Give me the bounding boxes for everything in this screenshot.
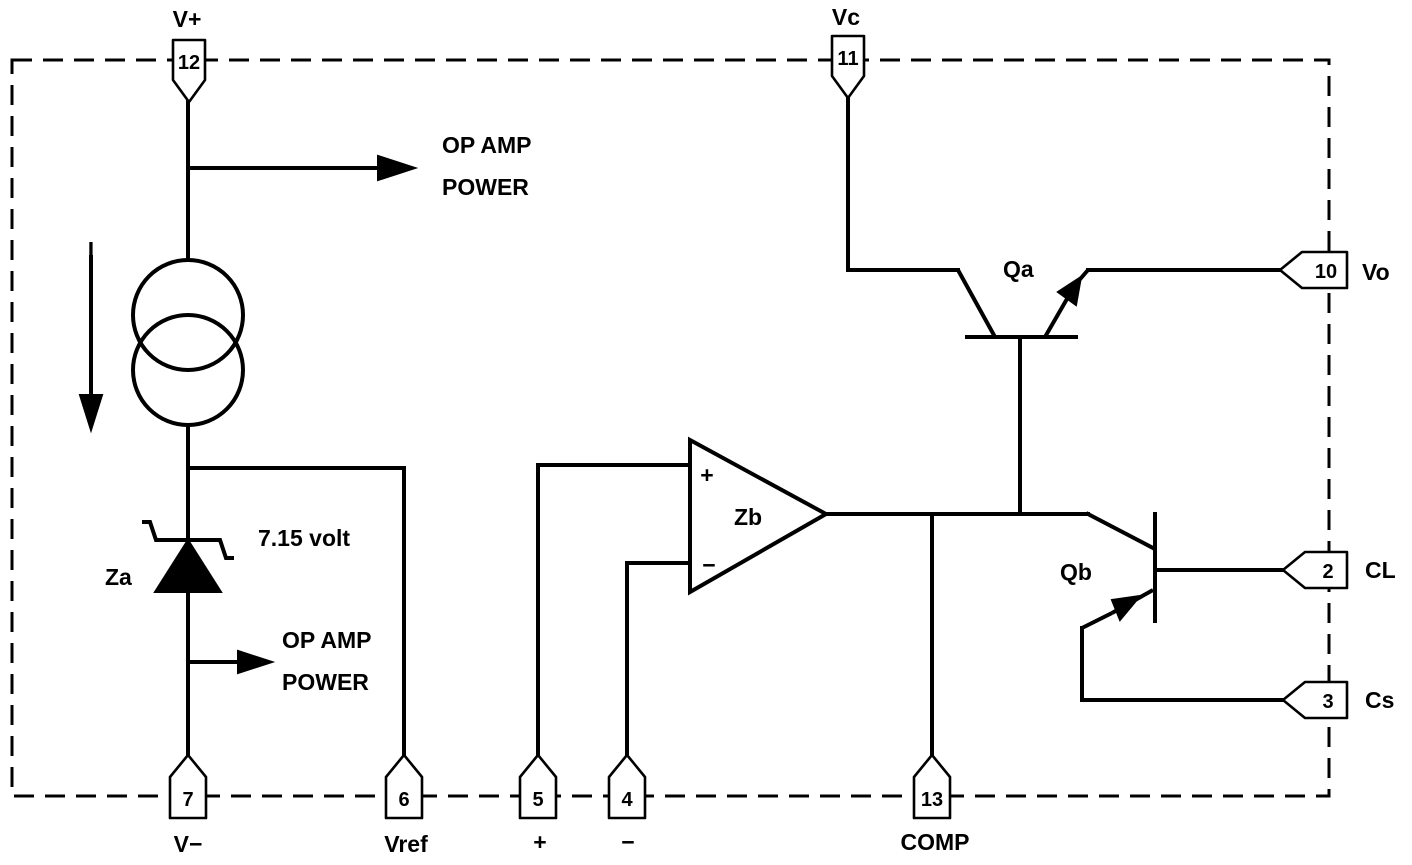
- pin-12-label: V+: [173, 6, 202, 32]
- op-amp-power-bottom-line1: OP AMP: [282, 627, 371, 653]
- pin-10-number: 10: [1315, 261, 1337, 283]
- pin-6-label: Vref: [384, 831, 428, 857]
- pin-5-number: 5: [532, 789, 543, 811]
- pin-13-number: 13: [921, 789, 943, 811]
- pin-6-number: 6: [398, 789, 409, 811]
- pin-6: 6: [384, 753, 424, 820]
- op-amp-power-arrow-top: [188, 154, 419, 182]
- pin-2-label: CL: [1365, 557, 1396, 583]
- wires: [186, 96, 1285, 757]
- zener-voltage-label: 7.15 volt: [258, 525, 350, 551]
- pin-4-label: −: [621, 829, 634, 855]
- pin-11-label: Vc: [832, 4, 860, 30]
- transistor-qb: [1081, 512, 1157, 630]
- chip-boundary: [10, 58, 1331, 798]
- current-label: I: [88, 237, 94, 263]
- op-amp-power-arrow-bottom: [188, 649, 276, 675]
- pin-13: 13: [912, 753, 952, 820]
- transistor-qb-label: Qb: [1060, 559, 1092, 585]
- op-amp-power-top-line2: POWER: [442, 174, 529, 200]
- pin-11-number: 11: [837, 48, 858, 70]
- op-amp-plus-sign: +: [700, 462, 713, 488]
- pin-13-label: COMP: [901, 829, 970, 855]
- zener-diode-za: [142, 520, 234, 593]
- pin-7-label: V−: [174, 831, 203, 857]
- pin-5: 5: [518, 753, 558, 820]
- pin-3: 3: [1281, 680, 1349, 720]
- transistor-qa: [956, 268, 1090, 339]
- pin-10-label: Vo: [1362, 259, 1390, 285]
- op-amp-power-label-top: OP AMP POWER: [442, 132, 531, 200]
- zener-name-label: Za: [105, 564, 132, 590]
- pin-3-number: 3: [1322, 691, 1333, 713]
- pin-4: 4: [607, 753, 647, 820]
- op-amp-zb: [688, 436, 831, 596]
- pin-4-number: 4: [621, 789, 633, 811]
- current-source: [131, 258, 245, 427]
- current-direction-arrow: [78, 255, 104, 434]
- op-amp-power-label-bottom: OP AMP POWER: [282, 627, 371, 695]
- pin-3-label: Cs: [1365, 687, 1394, 713]
- pin-7: 7: [168, 753, 208, 820]
- op-amp-name-label: Zb: [734, 504, 762, 530]
- op-amp-power-top-line1: OP AMP: [442, 132, 531, 158]
- pin-10: 10: [1278, 250, 1349, 290]
- pin-2: 2: [1281, 550, 1349, 590]
- op-amp-minus-sign: −: [702, 552, 715, 578]
- pin-5-label: +: [533, 829, 546, 855]
- pin-12: 12: [171, 38, 207, 104]
- transistor-qa-label: Qa: [1003, 256, 1034, 282]
- op-amp-power-bottom-line2: POWER: [282, 669, 369, 695]
- pin-7-number: 7: [182, 789, 193, 811]
- pin-11: 11: [830, 34, 866, 100]
- pin-2-number: 2: [1322, 561, 1333, 583]
- pin-12-number: 12: [178, 52, 200, 74]
